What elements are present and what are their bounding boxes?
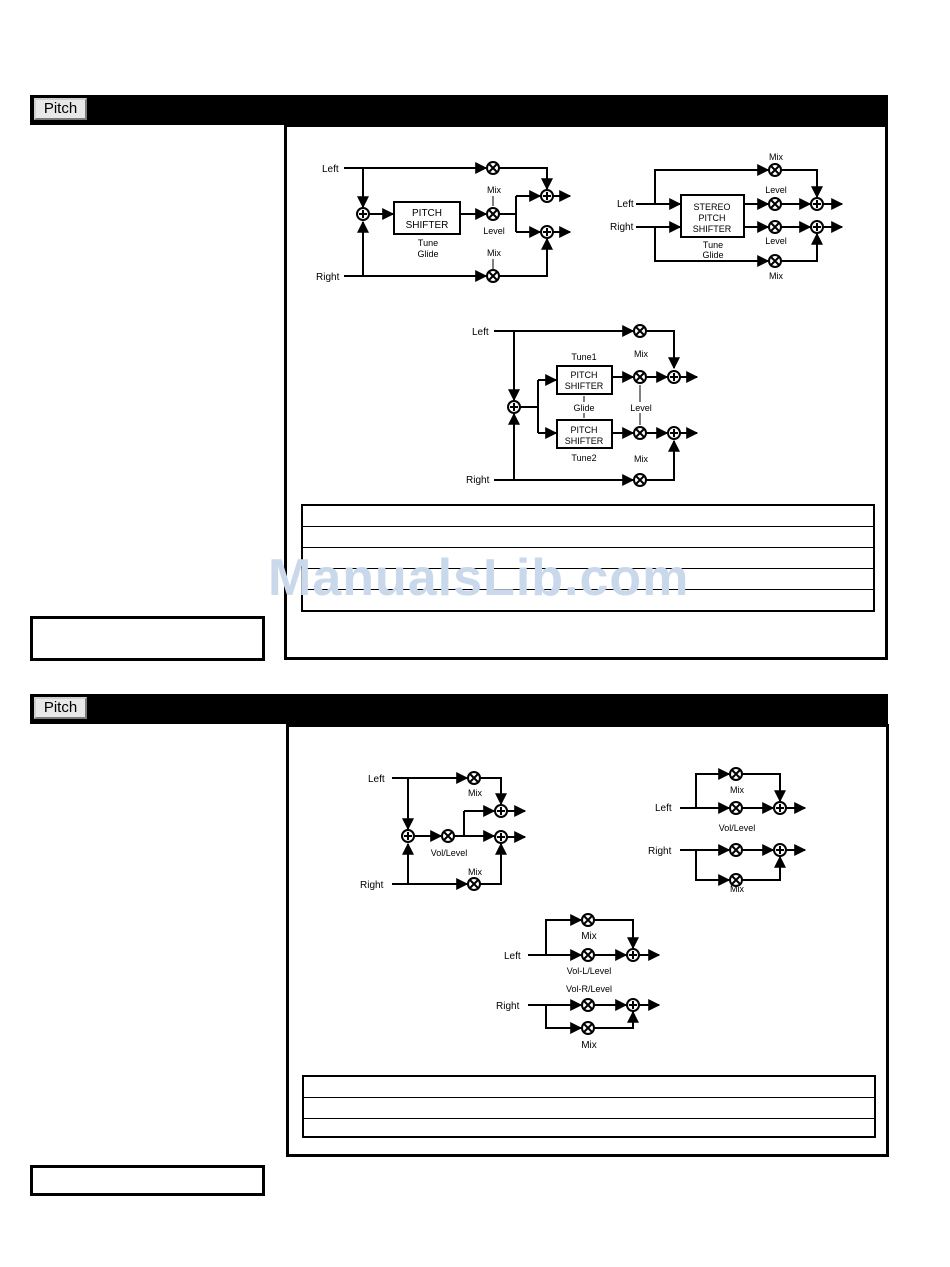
svg-text:SHIFTER: SHIFTER (565, 381, 604, 391)
table-row (303, 527, 873, 548)
svg-text:Left: Left (368, 774, 385, 785)
svg-text:SHIFTER: SHIFTER (565, 436, 604, 446)
svg-text:Level: Level (483, 226, 505, 236)
svg-text:Glide: Glide (417, 249, 438, 259)
svg-text:Mix: Mix (581, 931, 597, 942)
svg-text:Mix: Mix (730, 785, 744, 795)
svg-text:Mix: Mix (487, 248, 501, 258)
svg-text:SHIFTER: SHIFTER (406, 220, 449, 231)
table-row (303, 569, 873, 590)
svg-text:Mix: Mix (634, 454, 648, 464)
diagram-frame (284, 124, 888, 660)
svg-text:Tune: Tune (418, 238, 438, 248)
svg-text:Right: Right (610, 222, 634, 233)
pitch-tab[interactable]: Pitch (34, 98, 87, 120)
pitch-shifter-1-block (556, 365, 613, 395)
svg-text:Vol/Level: Vol/Level (719, 823, 756, 833)
table-row (304, 1077, 874, 1098)
svg-text:Mix: Mix (487, 185, 501, 195)
signal-flow-diagram-stereo-pitch: Left Right STEREO PITCH SHIFTER Tune Gli… (610, 152, 844, 281)
svg-text:Mix: Mix (634, 349, 648, 359)
svg-text:Mix: Mix (769, 152, 783, 162)
svg-text:Level: Level (765, 236, 787, 246)
svg-text:Left: Left (617, 199, 634, 210)
watermark: ManualsLib.com (268, 549, 690, 607)
svg-text:PITCH: PITCH (412, 208, 442, 219)
svg-text:Vol/Level: Vol/Level (431, 848, 468, 858)
svg-text:Mix: Mix (769, 271, 783, 281)
svg-text:Tune: Tune (703, 240, 723, 250)
svg-text:Vol-R/Level: Vol-R/Level (566, 984, 612, 994)
svg-text:PITCH: PITCH (699, 213, 726, 223)
svg-text:Tune2: Tune2 (571, 453, 596, 463)
pitch-tab[interactable]: Pitch (34, 697, 87, 719)
svg-text:STEREO: STEREO (693, 202, 730, 212)
svg-text:PITCH: PITCH (571, 370, 598, 380)
diagram-frame (286, 724, 889, 1157)
svg-text:Level: Level (630, 403, 652, 413)
section-header-bar: Pitch (30, 694, 888, 724)
parameter-table (301, 504, 875, 612)
svg-text:Mix: Mix (468, 867, 482, 877)
pitch-shifter-block (393, 201, 461, 235)
svg-text:Mix: Mix (730, 884, 744, 894)
right-input-label: Right (316, 272, 340, 283)
note-box (30, 1165, 265, 1196)
svg-text:Left: Left (655, 803, 672, 814)
left-input-label: Left (322, 164, 339, 175)
svg-text:Glide: Glide (702, 250, 723, 260)
svg-text:Left: Left (504, 951, 521, 962)
svg-text:Mix: Mix (468, 788, 482, 798)
table-row (304, 1098, 874, 1119)
note-box (30, 616, 265, 661)
svg-text:Level: Level (765, 185, 787, 195)
svg-text:Right: Right (360, 880, 384, 891)
svg-text:SHIFTER: SHIFTER (693, 224, 732, 234)
table-row (303, 506, 873, 527)
svg-text:Tune1: Tune1 (571, 352, 596, 362)
pitch-shifter-2-block (556, 419, 613, 449)
table-row (304, 1119, 874, 1136)
signal-flow-diagram-dual-pitch: Left Right PITCH SHIFTER PITCH SHIFTER T… (466, 324, 699, 487)
section-header-bar: Pitch (30, 95, 888, 125)
signal-flow-diagram-mono-pitch: Left Right PITCH SHIFTER Tune Glide Mix … (316, 161, 572, 283)
svg-text:Vol-L/Level: Vol-L/Level (567, 966, 612, 976)
svg-text:Right: Right (648, 846, 672, 857)
svg-text:Right: Right (466, 475, 490, 486)
parameter-table (302, 1075, 876, 1138)
svg-text:Mix: Mix (581, 1040, 597, 1051)
stereo-pitch-shifter-block (680, 194, 745, 238)
svg-text:Left: Left (472, 327, 489, 338)
svg-text:PITCH: PITCH (571, 425, 598, 435)
svg-text:Right: Right (496, 1001, 520, 1012)
svg-text:Glide: Glide (573, 403, 594, 413)
table-row (303, 548, 873, 569)
